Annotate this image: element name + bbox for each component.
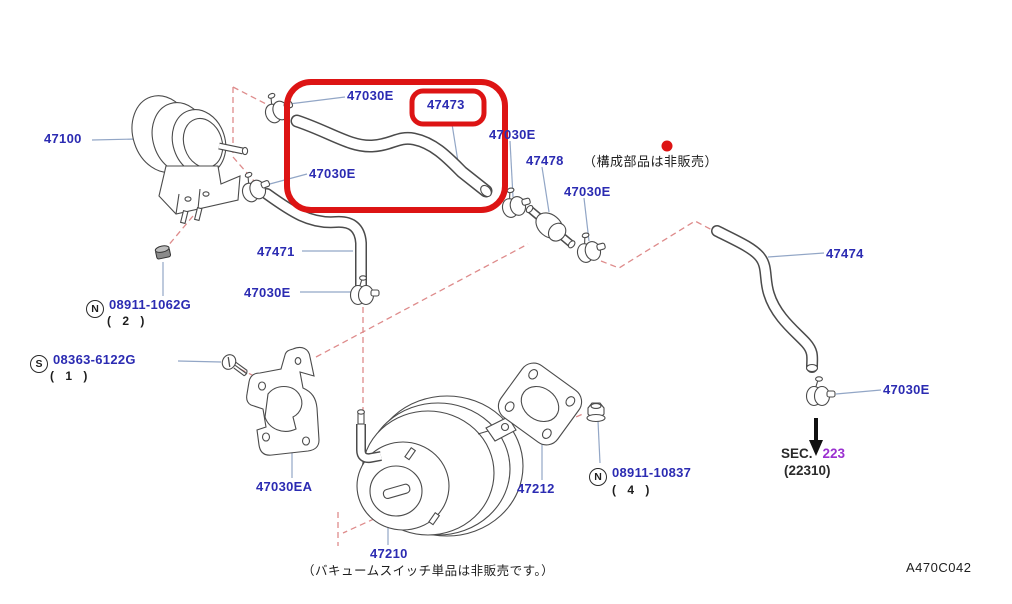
part-label-47030e-e[interactable]: 47030E — [244, 285, 291, 300]
part-label-47030ea[interactable]: 47030EA — [256, 479, 313, 494]
hardware-qty-screw1: ( 1 ) — [50, 369, 92, 383]
part-label-47100[interactable]: 47100 — [44, 131, 82, 146]
hardware-label-nut-08911-1062g[interactable]: N 08911-1062G — [86, 297, 191, 318]
part-label-47030e-a[interactable]: 47030E — [347, 88, 394, 103]
highlight-box-main — [284, 79, 508, 213]
hose-47473-drawing — [290, 114, 493, 198]
vacuum-tank-drawing — [131, 95, 249, 225]
hardware-number: 08363-6122G — [53, 352, 136, 367]
gasket-47212-drawing — [497, 362, 583, 446]
part-label-47474[interactable]: 47474 — [826, 246, 864, 261]
highlight-box-47473 — [409, 88, 487, 127]
red-dot-marker — [661, 140, 673, 152]
sec-number: 223 — [822, 446, 846, 461]
hardware-label-nut-08911-10837[interactable]: N 08911-10837 — [589, 465, 691, 486]
hardware-number: 08911-1062G — [109, 297, 192, 312]
vacuum-switch-note: （バキュームスイッチ単品は非販売です。） — [302, 564, 555, 578]
part-label-47030e-b[interactable]: 47030E — [309, 166, 356, 181]
part-label-47471[interactable]: 47471 — [257, 244, 295, 259]
nut-08911-1062g-drawing — [154, 245, 172, 260]
circled-n-icon: N — [589, 468, 607, 486]
circled-s-icon: S — [30, 355, 48, 373]
circled-n-icon: N — [86, 300, 104, 318]
clamp-47030e-6 — [805, 376, 836, 407]
part-label-47210[interactable]: 47210 — [370, 546, 408, 561]
hardware-number: 08911-10837 — [612, 465, 692, 480]
part-label-47030e-f[interactable]: 47030E — [883, 382, 930, 397]
part-label-47473[interactable]: 47473 — [427, 97, 465, 112]
hardware-qty-nut1: ( 2 ) — [107, 314, 149, 328]
screw-08363-6122g-drawing — [221, 354, 248, 377]
hose-47474-drawing — [711, 225, 819, 373]
part-label-47212[interactable]: 47212 — [517, 481, 555, 496]
diagram-code: A470C042 — [906, 560, 972, 575]
check-valve-drawing — [525, 204, 576, 249]
hose-47471-drawing — [261, 188, 367, 298]
nut-08911-10837-drawing — [586, 402, 606, 423]
sec-prefix: SEC. — [781, 446, 813, 461]
bracket-47030ea-drawing — [246, 346, 320, 456]
sec-arrow-icon — [809, 418, 823, 456]
assembly-note: （構成部品は非販売） — [583, 154, 719, 169]
clamp-47030e-5 — [572, 228, 609, 265]
section-subnumber: (22310) — [784, 463, 831, 478]
part-label-47030e-c[interactable]: 47030E — [489, 127, 536, 142]
clamp-47030e-3 — [349, 275, 380, 306]
brake-booster-drawing — [356, 395, 524, 537]
hardware-qty-nut2: ( 4 ) — [612, 483, 654, 497]
part-label-47030e-d[interactable]: 47030E — [564, 184, 611, 199]
part-label-47478[interactable]: 47478 — [526, 153, 564, 168]
section-reference[interactable]: SEC. 223 — [781, 446, 845, 461]
hardware-label-screw-08363-6122g[interactable]: S 08363-6122G — [30, 352, 136, 373]
